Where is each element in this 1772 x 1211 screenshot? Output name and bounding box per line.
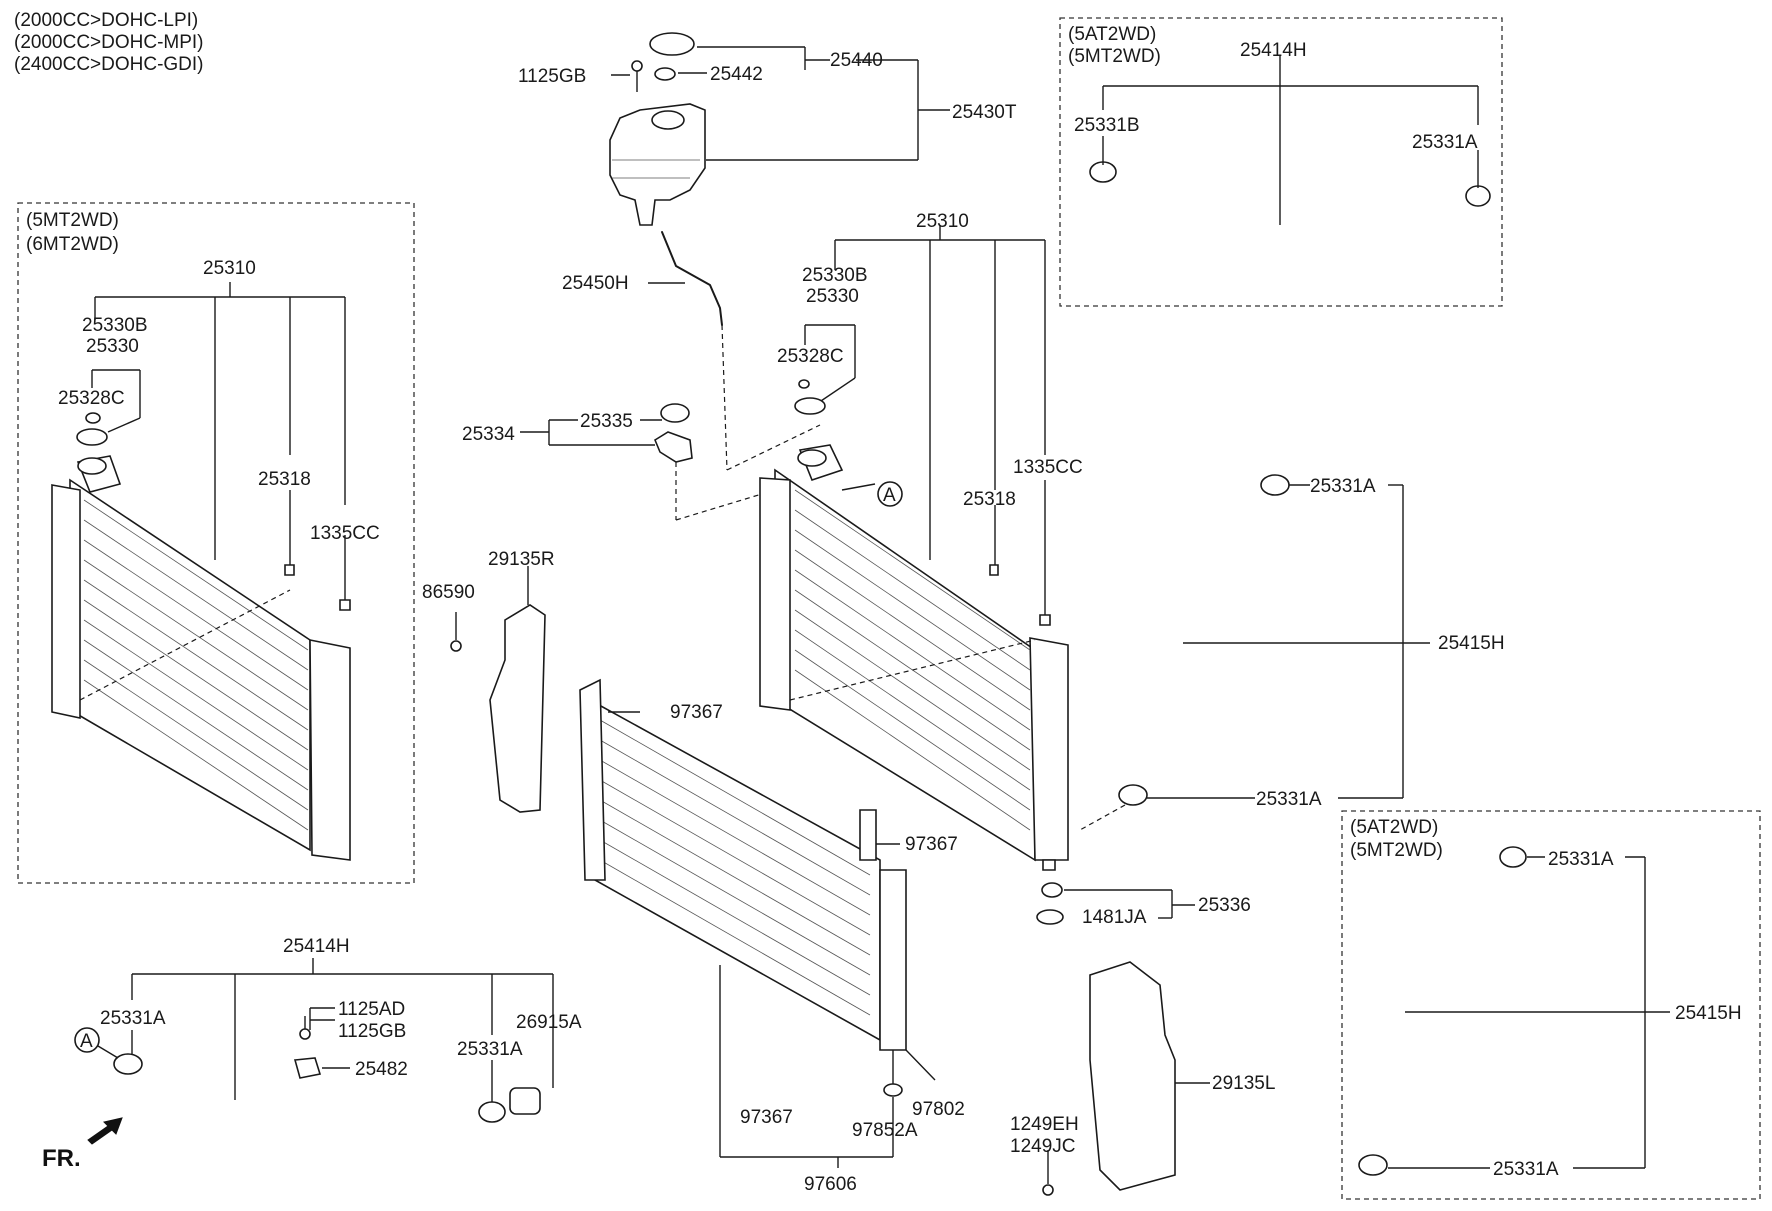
label-25442: 25442: [710, 64, 763, 85]
label-25336: 25336: [1198, 895, 1251, 916]
condenser-fins: [599, 719, 871, 1016]
lower-hose-bottom-right-leaders: [1388, 856, 1670, 1169]
engine-note-2: (2000CC>DOHC-MPI): [14, 32, 204, 53]
label-25330-center: 25330: [806, 286, 859, 307]
center-radiator-drawing: [759, 444, 1069, 871]
label-97367-b: 97367: [905, 834, 958, 855]
callout-a-center: A: [841, 481, 903, 507]
label-29135R: 29135R: [488, 549, 555, 570]
left-box-variant-1: (5MT2WD): [26, 210, 119, 231]
mount-bush-drawing: [1036, 882, 1195, 925]
center-radiator-leaders: [794, 225, 1051, 626]
label-25330-left: 25330: [86, 336, 139, 357]
label-1125AD: 1125AD: [338, 999, 405, 1020]
label-25482: 25482: [355, 1059, 408, 1080]
label-25328C-left: 25328C: [58, 388, 125, 409]
label-25330B-center: 25330B: [802, 265, 868, 286]
label-25331A-top: 25331A: [1412, 132, 1478, 153]
label-1249EH: 1249EH: [1010, 1114, 1079, 1135]
bottom-right-box-variant-2: (5MT2WD): [1350, 840, 1443, 861]
label-1125GB-bottom: 1125GB: [338, 1021, 406, 1042]
label-86590: 86590: [422, 582, 475, 603]
left-radiator-fins: [83, 499, 309, 831]
label-25328C-center: 25328C: [777, 346, 844, 367]
left-radiator-leaders: [76, 282, 351, 611]
reservoir-leaders: [611, 46, 950, 471]
label-26915A: 26915A: [516, 1012, 582, 1033]
top-right-box-variant-1: (5AT2WD): [1068, 24, 1156, 45]
center-radiator-fins: [794, 489, 1031, 831]
label-97852A: 97852A: [852, 1120, 918, 1141]
label-97606: 97606: [804, 1174, 857, 1195]
top-right-box-variant-2: (5MT2WD): [1068, 46, 1161, 67]
drain-plug-drawing: [520, 403, 776, 521]
label-25310-left: 25310: [203, 258, 256, 279]
air-guard-left-drawing: [1042, 961, 1210, 1196]
label-25414H-top: 25414H: [1240, 40, 1307, 61]
label-25318-left: 25318: [258, 469, 311, 490]
engine-variant-notes: (2000CC>DOHC-LPI) (2000CC>DOHC-MPI) (240…: [14, 10, 204, 75]
front-direction-marker: FR.: [42, 1117, 123, 1172]
label-25310-center: 25310: [916, 211, 969, 232]
label-25430T: 25430T: [952, 102, 1017, 123]
label-1125GB-top: 1125GB: [518, 66, 586, 87]
label-25330B-left: 25330B: [82, 315, 148, 336]
upper-hose-bottom-left-drawing: [113, 1016, 541, 1176]
a-marker-bottom-left: A: [80, 1031, 93, 1052]
label-25415H-mid: 25415H: [1438, 633, 1505, 654]
left-box-variant-2: (6MT2WD): [26, 234, 119, 255]
label-1335CC-left: 1335CC: [310, 523, 380, 544]
air-guard-right-drawing: [450, 566, 546, 813]
callout-a-bottom-left: A: [74, 1027, 119, 1059]
condenser-leaders: [608, 711, 936, 1168]
label-25440: 25440: [830, 50, 883, 71]
label-25414H-bottom: 25414H: [283, 936, 350, 957]
label-25331A-mid1: 25331A: [1310, 476, 1376, 497]
lower-hose-middle-leaders: [1079, 484, 1430, 831]
label-97802: 97802: [912, 1099, 965, 1120]
lower-hose-bottom-right-drawing: [1358, 846, 1527, 1176]
label-25450H: 25450H: [562, 273, 629, 294]
left-radiator-variant-box: [17, 202, 415, 884]
reservoir-tank-drawing: [609, 32, 723, 326]
label-1335CC-center: 1335CC: [1013, 457, 1083, 478]
label-25335: 25335: [580, 411, 633, 432]
label-25331B-top: 25331B: [1074, 115, 1140, 136]
label-25334: 25334: [462, 424, 515, 445]
fr-label: FR.: [42, 1145, 81, 1172]
upper-hose-top-right-drawing: [1089, 161, 1491, 282]
label-25331A-br1: 25331A: [1548, 849, 1614, 870]
label-25331A-br2: 25331A: [1493, 1159, 1559, 1180]
top-right-hose-variant-box: [1059, 17, 1503, 307]
bottom-right-hose-variant-box: [1341, 810, 1761, 1200]
front-arrow-icon: [87, 1117, 123, 1145]
label-1481JA: 1481JA: [1082, 907, 1147, 928]
bottom-right-box-variant-1: (5AT2WD): [1350, 817, 1438, 838]
label-25331A-bl1: 25331A: [100, 1008, 166, 1029]
label-1249JC: 1249JC: [1010, 1136, 1076, 1157]
label-25331A-bl2: 25331A: [457, 1039, 523, 1060]
label-29135L: 29135L: [1212, 1073, 1275, 1094]
condenser-drawing: [579, 678, 907, 1097]
a-marker-center: A: [883, 485, 896, 506]
label-25318-center: 25318: [963, 489, 1016, 510]
label-97367-c: 97367: [740, 1107, 793, 1128]
label-25331A-mid2: 25331A: [1256, 789, 1322, 810]
left-radiator-drawing: [51, 455, 351, 861]
engine-note-1: (2000CC>DOHC-LPI): [14, 10, 198, 31]
lower-hose-middle-drawing: [1118, 474, 1290, 806]
upper-hose-top-right-leaders: [1102, 56, 1479, 225]
label-97367-a: 97367: [670, 702, 723, 723]
upper-hose-bottom-left-leaders: [131, 958, 554, 1102]
label-25415H-br: 25415H: [1675, 1003, 1742, 1024]
engine-note-3: (2400CC>DOHC-GDI): [14, 54, 204, 75]
